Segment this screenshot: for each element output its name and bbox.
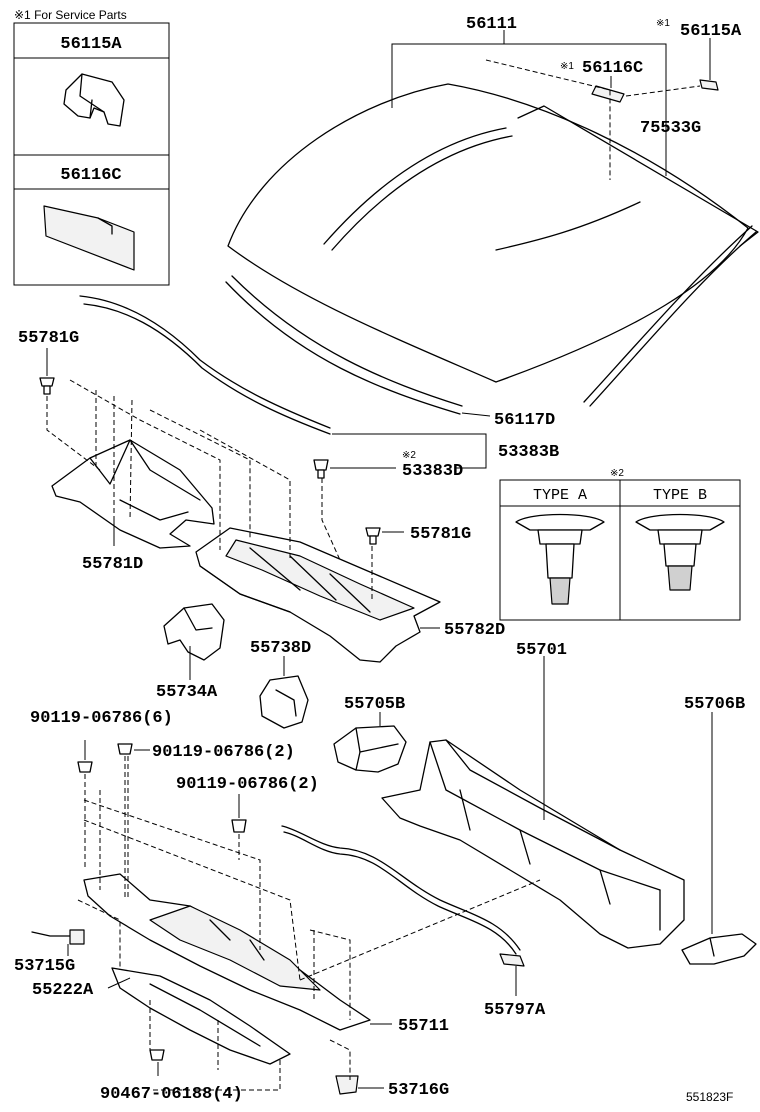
bolt-90119-06786-c (231, 794, 247, 833)
mark-53383d: ※2 (402, 450, 416, 461)
clip-53383d (313, 459, 396, 479)
label-56111: 56111 (466, 15, 517, 34)
bracket-53716g (335, 1075, 359, 1095)
diagram-id: 551823F (686, 1090, 733, 1104)
clip-55781g-top (39, 348, 55, 395)
cable-55797a (281, 825, 525, 967)
bracket-55705b (333, 725, 407, 773)
cowl-top-panel (381, 739, 685, 949)
label-53715g: 53715G (14, 957, 75, 976)
mark-56116c: ※1 (560, 61, 574, 72)
type-b-label: TYPE B (653, 487, 707, 504)
clip-type-a-illustration (515, 513, 605, 605)
label-bolt-90119-06786-2a: 90119-06786(2) (152, 743, 295, 762)
service-box-56116c-label: 56116C (60, 166, 121, 185)
cowl-louver-panel (195, 527, 441, 663)
label-53383b: 53383B (498, 443, 559, 462)
label-55781g-mid: 55781G (410, 525, 471, 544)
cowl-lower-panel (83, 873, 371, 1031)
label-53716g: 53716G (388, 1081, 449, 1100)
pad-56116c-illustration (43, 205, 135, 271)
seal-56117d (79, 295, 331, 429)
label-bolt-90119-06786-2b: 90119-06786(2) (176, 775, 319, 794)
label-55705b: 55705B (344, 695, 405, 714)
service-parts-note: ※1 For Service Parts (14, 8, 127, 22)
service-parts-box: ※1 For Service Parts 56115A 56116C (13, 8, 170, 286)
label-56116c: 56116C (582, 59, 643, 78)
leaders-lower (67, 520, 545, 1089)
label-55701: 55701 (516, 641, 567, 660)
assembly-dashed-lines (46, 379, 541, 1091)
label-55706b: 55706B (684, 695, 745, 714)
label-55797a: 55797A (484, 1001, 546, 1020)
type-a-label: TYPE A (533, 487, 587, 504)
clip-type-box: ※2 TYPE A TYPE B (499, 468, 741, 621)
label-53383d: 53383D (402, 462, 463, 481)
label-bolt-90467-06188: 90467-06188(4) (100, 1085, 243, 1104)
label-75533g: 75533G (640, 119, 701, 138)
lower-cover-55222a (111, 967, 291, 1065)
mark-56115a: ※1 (656, 18, 670, 29)
windshield-glass (225, 83, 759, 415)
bracket-55706b (681, 712, 757, 965)
cover-55738d (259, 675, 309, 729)
label-55781d: 55781D (82, 555, 143, 574)
bracket-53715g (31, 929, 85, 945)
label-55222a: 55222A (32, 981, 94, 1000)
label-55711: 55711 (398, 1017, 449, 1036)
bolt-90119-06786-a (77, 740, 93, 773)
label-55738d: 55738D (250, 639, 311, 658)
label-55781g-top: 55781G (18, 329, 79, 348)
clip-56116c-part (591, 85, 625, 103)
label-56115a: 56115A (680, 22, 742, 41)
label-bolt-90119-06786-6: 90119-06786(6) (30, 709, 173, 728)
clip-56115a-illustration (63, 73, 125, 127)
bolt-90119-06786-b (117, 743, 150, 755)
clip-type-note: ※2 (610, 468, 624, 479)
label-55782d: 55782D (444, 621, 505, 640)
label-55734a: 55734A (156, 683, 218, 702)
clip-56115a-part (699, 79, 719, 91)
cover-55734a (163, 603, 225, 661)
leaders-top (332, 30, 711, 469)
part-labels: 56111 ※1 56115A ※1 56116C 75533G 55781G … (14, 15, 745, 1104)
cowl-side-panel (51, 439, 215, 549)
bolt-90467-06188 (149, 1049, 165, 1076)
label-56117d: 56117D (494, 411, 555, 430)
clip-55781g-mid (365, 527, 404, 545)
service-box-56115a-label: 56115A (60, 35, 122, 54)
clip-type-b-illustration (635, 513, 725, 591)
